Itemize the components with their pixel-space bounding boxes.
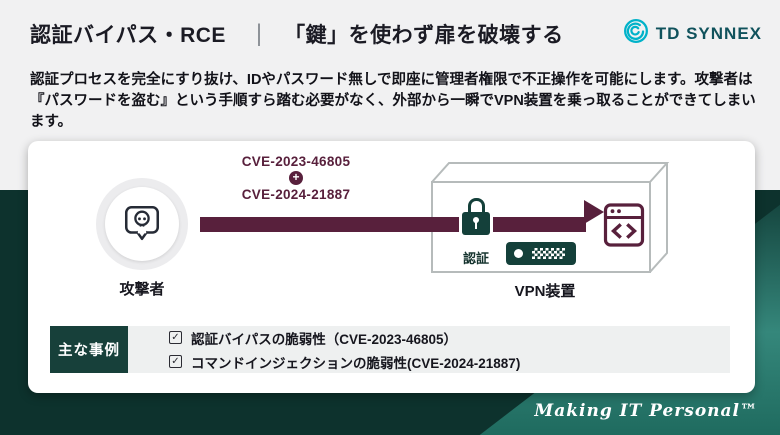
attacker-circle xyxy=(105,187,179,261)
attacker-skull-bubble-icon xyxy=(121,201,163,248)
intro-paragraph: 認証プロセスを完全にすり抜け、IDやパスワード無しで即座に管理者権限で不正操作を… xyxy=(30,72,756,130)
checkbox-icon: ✓ xyxy=(169,355,182,368)
vpn-device-label: VPN装置 xyxy=(514,283,576,300)
page-title: 認証バイパス・RCE xyxy=(30,23,226,47)
lock-icon xyxy=(459,198,493,237)
lock-shackle xyxy=(467,198,485,212)
td-synnex-swirl-icon xyxy=(623,18,649,49)
appliance-vent-pattern xyxy=(532,248,565,259)
lock-body xyxy=(462,212,490,235)
vpn-device-box xyxy=(428,161,672,282)
example-item: ✓ 認証バイパスの脆弱性（CVE-2023-46805） xyxy=(169,328,730,348)
attacker-label: 攻撃者 xyxy=(119,281,165,298)
appliance-led xyxy=(514,249,523,258)
header: 認証バイパス・RCE | 「鍵」を使わず扉を破壊する TD SYNNEX xyxy=(30,18,762,49)
server-appliance-icon xyxy=(506,242,576,265)
code-window-icon xyxy=(603,201,645,254)
brand-name: TD SYNNEX xyxy=(655,23,762,43)
page-subtitle: 「鍵」を使わず扉を破壊する xyxy=(284,23,564,47)
title-divider: | xyxy=(255,19,263,47)
example-item: ✓ コマンドインジェクションの脆弱性(CVE-2024-21887) xyxy=(169,352,730,372)
attack-arrow xyxy=(200,217,586,232)
cve-top-label: CVE-2023-46805 xyxy=(241,154,351,169)
examples-heading: 主な事例 xyxy=(50,326,128,373)
cve-bottom-label: CVE-2024-21887 xyxy=(241,187,351,202)
attack-arrow-head xyxy=(584,200,604,224)
example-label: 認証バイパスの脆弱性（CVE-2023-46805） xyxy=(191,331,458,347)
diagram-card: 攻撃者 CVE-2023-46805 + CVE-2024-21887 認証 xyxy=(28,141,755,393)
brand-logo: TD SYNNEX xyxy=(623,18,762,49)
plus-icon: + xyxy=(289,171,303,185)
tagline: Making IT Personal™ xyxy=(534,401,758,421)
attacker-node xyxy=(96,178,188,270)
cve-annotation: CVE-2023-46805 + CVE-2024-21887 xyxy=(206,154,386,202)
example-label: コマンドインジェクションの脆弱性(CVE-2024-21887) xyxy=(191,355,521,371)
checkbox-icon: ✓ xyxy=(169,331,182,344)
auth-label: 認証 xyxy=(462,251,489,266)
examples-strip: ✓ 認証バイパスの脆弱性（CVE-2023-46805） ✓ コマンドインジェク… xyxy=(127,326,730,373)
